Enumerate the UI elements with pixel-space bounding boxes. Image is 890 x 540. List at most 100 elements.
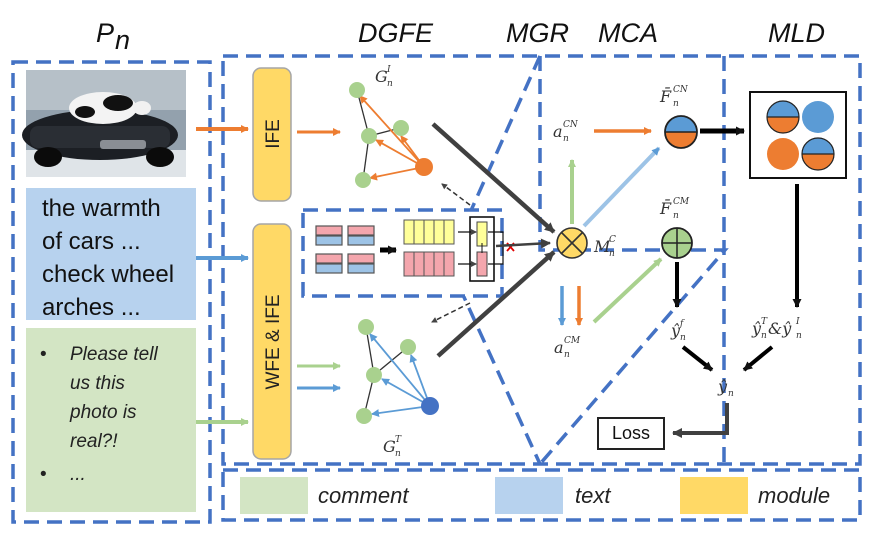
comment-line: us this	[70, 373, 125, 394]
text-graph-label: G T n	[383, 435, 402, 459]
svg-text:CN: CN	[563, 120, 579, 130]
text-graph-to-fusion-arrow	[436, 250, 556, 358]
header-mgr: MGR	[506, 18, 569, 48]
fusion-node	[556, 227, 588, 259]
svg-text:n: n	[563, 134, 569, 144]
yti-to-y-arrow	[742, 345, 774, 372]
svg-text:n: n	[609, 249, 615, 259]
input-text-line: of cars ...	[42, 228, 141, 255]
svg-text:M: M	[593, 237, 611, 256]
svg-text:&ŷ: &ŷ	[768, 319, 792, 338]
svg-text:a: a	[553, 122, 563, 141]
legend-comment-swatch	[240, 477, 308, 514]
y-to-loss-arrow	[672, 403, 729, 438]
feature-cm-node	[661, 227, 693, 259]
legend-module-label: module	[758, 483, 831, 508]
comment-line: Please tell	[70, 344, 158, 365]
feature-cn-node	[664, 115, 698, 149]
image-graph-label: G I n	[375, 65, 393, 89]
svg-text:n: n	[673, 99, 679, 109]
input-frame	[11, 60, 212, 524]
comment-bullet: •	[40, 344, 47, 365]
image-graph-to-fusion-arrow	[431, 122, 556, 234]
svg-text:I: I	[386, 65, 391, 75]
ife-label: IFE	[263, 119, 284, 149]
legend-text-swatch	[495, 477, 563, 514]
feature-cn-label: F̄ CN n	[659, 85, 689, 109]
word-feature-columns	[403, 219, 455, 277]
svg-text:CM: CM	[564, 336, 581, 346]
svg-text:T: T	[761, 317, 768, 327]
svg-text:n: n	[761, 331, 767, 341]
svg-text:ŷ: ŷ	[670, 321, 681, 340]
yf-to-y-arrow	[681, 345, 714, 372]
svg-text:n: n	[387, 79, 393, 89]
svg-text:I: I	[795, 317, 800, 327]
loss-box: Loss	[597, 417, 665, 450]
comment-line: ...	[70, 464, 86, 485]
output-yf-label: ŷ f n	[670, 319, 686, 343]
feedback-arrow-lower	[431, 302, 471, 323]
header-dgfe: DGFE	[358, 18, 434, 48]
svg-text:P: P	[96, 18, 114, 48]
input-text-line: the warmth	[42, 195, 161, 222]
wfe-ife-module	[252, 223, 292, 460]
comment-line: photo is	[70, 402, 137, 423]
legend-module-swatch	[680, 477, 748, 514]
comment-line: real?!	[70, 431, 118, 452]
header-pn: P n	[96, 18, 130, 55]
legend-frame	[221, 468, 862, 522]
svg-text:a: a	[554, 338, 564, 357]
svg-text:n: n	[673, 211, 679, 221]
attention-selector	[458, 216, 515, 282]
input-text-line: arches ...	[42, 294, 141, 321]
feature-cm-label: F̄ CM n	[659, 197, 690, 221]
svg-text:n: n	[796, 331, 802, 341]
text-graph	[356, 319, 439, 424]
word-feature-box	[301, 208, 504, 298]
mgr-divider-right	[538, 56, 729, 466]
selector-to-fusion-arrow	[495, 238, 551, 249]
comments-box: • Please tell us this photo is real?! • …	[26, 328, 196, 512]
feedback-arrow-upper	[441, 183, 471, 206]
image-graph	[349, 82, 433, 188]
wfe-ife-label: WFE & IFE	[263, 295, 284, 390]
svg-text:F̄: F̄	[659, 197, 672, 218]
ife-module	[252, 67, 292, 202]
svg-text:ŷ: ŷ	[751, 319, 762, 338]
word-token-grid	[315, 225, 375, 274]
header-mld: MLD	[768, 18, 825, 48]
svg-text:n: n	[680, 333, 686, 343]
output-yti-label: ŷ T n &ŷ I n	[751, 317, 802, 341]
svg-text:G: G	[383, 437, 396, 456]
legend-text-label: text	[575, 483, 611, 508]
svg-text:G: G	[375, 67, 388, 86]
comment-item: • ...	[40, 460, 190, 489]
comment-item: • Please tell us this photo is real?!	[40, 340, 190, 456]
mld-quad-circles	[766, 100, 835, 171]
legend-comment-label: comment	[318, 483, 409, 508]
output-y-label: ŷ n	[717, 377, 734, 399]
svg-text:n: n	[564, 350, 570, 360]
svg-text:CM: CM	[673, 197, 690, 207]
attention-cn-label: a CN n	[553, 120, 579, 144]
svg-text:C: C	[609, 235, 616, 245]
attention-cm-label: a CM n	[554, 336, 581, 360]
svg-text:f: f	[679, 319, 685, 329]
svg-text:n: n	[115, 25, 130, 55]
svg-text:T: T	[395, 435, 402, 445]
svg-text:n: n	[728, 389, 734, 399]
input-text-line: check wheel	[42, 261, 175, 288]
input-photo	[22, 70, 186, 177]
input-text-box: the warmth of cars ... check wheel arche…	[26, 188, 196, 321]
svg-text:ŷ: ŷ	[717, 377, 728, 396]
comment-bullet: •	[40, 464, 47, 485]
svg-text:F̄: F̄	[659, 85, 672, 106]
mgr-divider-left	[446, 55, 542, 465]
fusion-to-fcn-arrow	[582, 146, 661, 228]
mld-output-box	[749, 91, 847, 179]
svg-text:n: n	[395, 449, 401, 459]
svg-text:CN: CN	[673, 85, 689, 95]
